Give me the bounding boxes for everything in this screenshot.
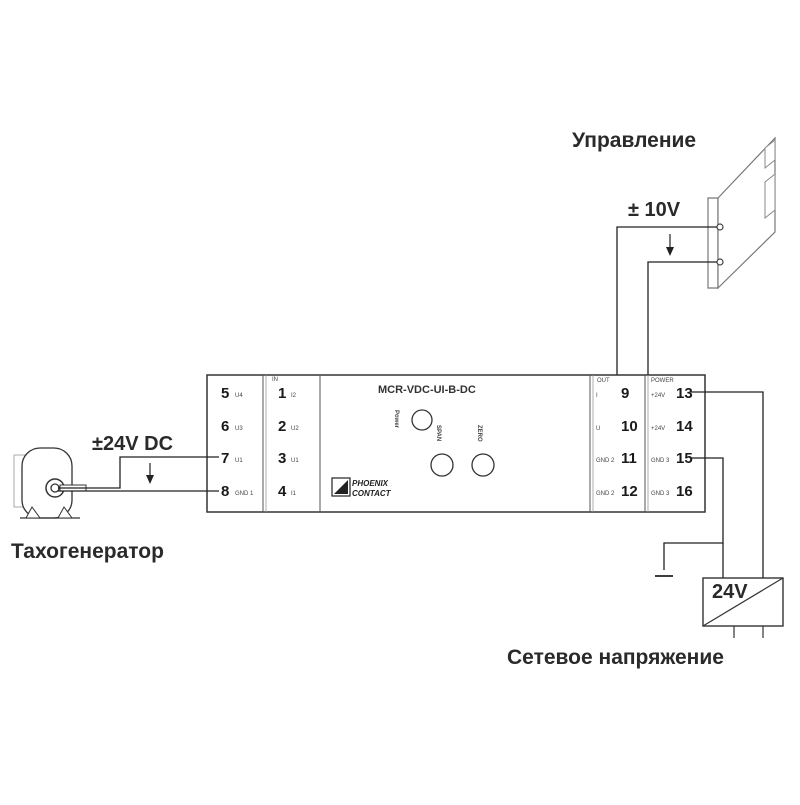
terminal-tag: GND 1 (235, 491, 254, 497)
supply-wire-plus (690, 391, 764, 578)
terminal-14: +24V 14 (651, 418, 693, 435)
terminal-number: 7 (221, 450, 229, 467)
tachogenerator-icon (13, 447, 87, 519)
tachogenerator-label: Тахогенератор (11, 540, 164, 563)
terminal-number: 15 (676, 450, 693, 467)
phoenix-contact-logo: PHOENIX CONTACT (331, 477, 392, 498)
tacho-wire-signal (58, 456, 219, 489)
span-label: SPAN (435, 425, 441, 441)
control-terminal-top (716, 223, 724, 231)
terminal-10: U 10 (596, 418, 638, 435)
terminal-16: GND 3 16 (651, 483, 693, 500)
brand-line-1: PHOENIX (352, 479, 389, 488)
input-voltage-label: ±24V DC (92, 433, 173, 455)
terminal-11: GND 2 11 (596, 450, 637, 467)
terminal-tag: GND 2 (596, 491, 615, 497)
terminal-tag: I2 (291, 393, 297, 399)
terminal-tag: U3 (235, 426, 243, 432)
terminal-number: 2 (278, 418, 286, 435)
terminal-tag: U2 (291, 426, 299, 432)
terminal-12: GND 2 12 (596, 483, 638, 500)
terminal-tag: GND 3 (651, 491, 670, 497)
brand-line-2: CONTACT (352, 489, 392, 498)
terminal-number: 5 (221, 385, 229, 402)
terminal-number: 9 (621, 385, 629, 402)
mains-voltage-label: Сетевое напряжение (507, 646, 724, 669)
zero-label: ZERO (476, 425, 482, 442)
power-supply-box (702, 577, 784, 638)
terminal-column-left: 5 U4 6 U3 7 U1 8 GND 1 (221, 385, 254, 500)
terminal-tag: +24V (651, 393, 665, 399)
terminal-tag: U (596, 426, 600, 432)
span-potentiometer (430, 453, 454, 477)
terminal-number: 1 (278, 385, 286, 402)
terminal-number: 8 (221, 483, 229, 500)
control-terminal-bottom (716, 258, 724, 266)
module-housing (206, 374, 706, 513)
supply-voltage-label: 24V (712, 581, 748, 603)
terminal-tag: +24V (651, 426, 665, 432)
terminal-column-in: 1 I2 2 U2 3 U1 4 I1 (278, 385, 299, 500)
terminal-number: 11 (621, 450, 637, 467)
terminal-tag: U1 (235, 458, 243, 464)
terminal-13: +24V 13 (651, 385, 693, 402)
terminal-tag: U4 (235, 393, 243, 399)
terminal-column-power: +24V 13 +24V 14 GND 3 15 GND 3 16 (651, 385, 693, 500)
terminal-tag: I (596, 393, 598, 399)
terminal-5: 5 U4 (221, 385, 243, 402)
terminal-tag: GND 2 (596, 458, 615, 464)
terminal-tag: GND 3 (651, 458, 670, 464)
terminal-8: 8 GND 1 (221, 483, 254, 500)
terminal-1: 1 I2 (278, 385, 297, 402)
terminal-4: 4 I1 (278, 483, 297, 500)
terminal-6: 6 U3 (221, 418, 243, 435)
terminal-tag: I1 (291, 491, 297, 497)
terminal-number: 16 (676, 483, 693, 500)
control-card (707, 136, 776, 290)
in-header: IN (272, 377, 278, 383)
terminal-7: 7 U1 (221, 450, 243, 467)
zero-potentiometer (471, 453, 495, 477)
control-arrow-head (666, 247, 674, 256)
terminal-number: 3 (278, 450, 286, 467)
terminal-2: 2 U2 (278, 418, 299, 435)
power-led (411, 409, 433, 431)
terminal-3: 3 U1 (278, 450, 299, 467)
control-wire-plus (616, 226, 717, 392)
power-led-label: Power (393, 410, 399, 429)
terminal-number: 6 (221, 418, 229, 435)
terminal-number: 13 (676, 385, 693, 402)
terminal-number: 10 (621, 418, 638, 435)
input-arrow-head (146, 475, 154, 484)
module-model: MCR-VDC-UI-B-DC (378, 384, 476, 396)
terminal-tag: U1 (291, 458, 299, 464)
terminal-number: 14 (676, 418, 693, 435)
control-label: Управление (572, 129, 696, 152)
power-header: POWER (651, 378, 674, 384)
terminal-15: GND 3 15 (651, 450, 693, 467)
mcr-module (206, 374, 706, 513)
terminal-number: 12 (621, 483, 638, 500)
terminal-number: 4 (278, 483, 287, 500)
control-voltage-label: ± 10V (628, 199, 681, 221)
out-header: OUT (597, 378, 610, 384)
